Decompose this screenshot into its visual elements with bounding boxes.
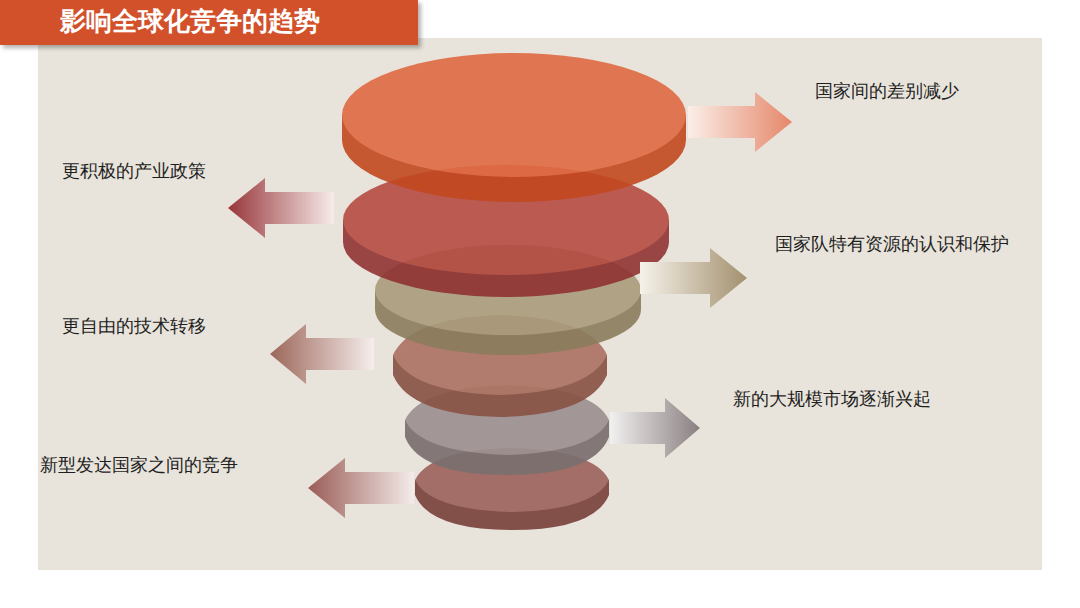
trend-label: 新型发达国家之间的竞争 bbox=[40, 454, 238, 476]
title-text: 影响全球化竞争的趋势 bbox=[60, 6, 320, 37]
trend-label: 国家间的差别减少 bbox=[815, 80, 959, 102]
block-arrow bbox=[228, 178, 334, 238]
block-arrow bbox=[610, 398, 700, 458]
trend-label: 更积极的产业政策 bbox=[62, 160, 206, 182]
block-arrow bbox=[688, 92, 792, 152]
trend-label: 更自由的技术转移 bbox=[62, 315, 206, 337]
block-arrow bbox=[640, 248, 747, 308]
block-arrow bbox=[270, 324, 374, 384]
trend-label: 国家队特有资源的认识和保护 bbox=[775, 233, 1009, 255]
disc-1 bbox=[342, 53, 686, 202]
background-panel bbox=[38, 38, 1042, 570]
title-banner bbox=[0, 0, 418, 45]
block-arrow bbox=[308, 458, 414, 518]
trend-label: 新的大规模市场逐渐兴起 bbox=[733, 388, 931, 410]
